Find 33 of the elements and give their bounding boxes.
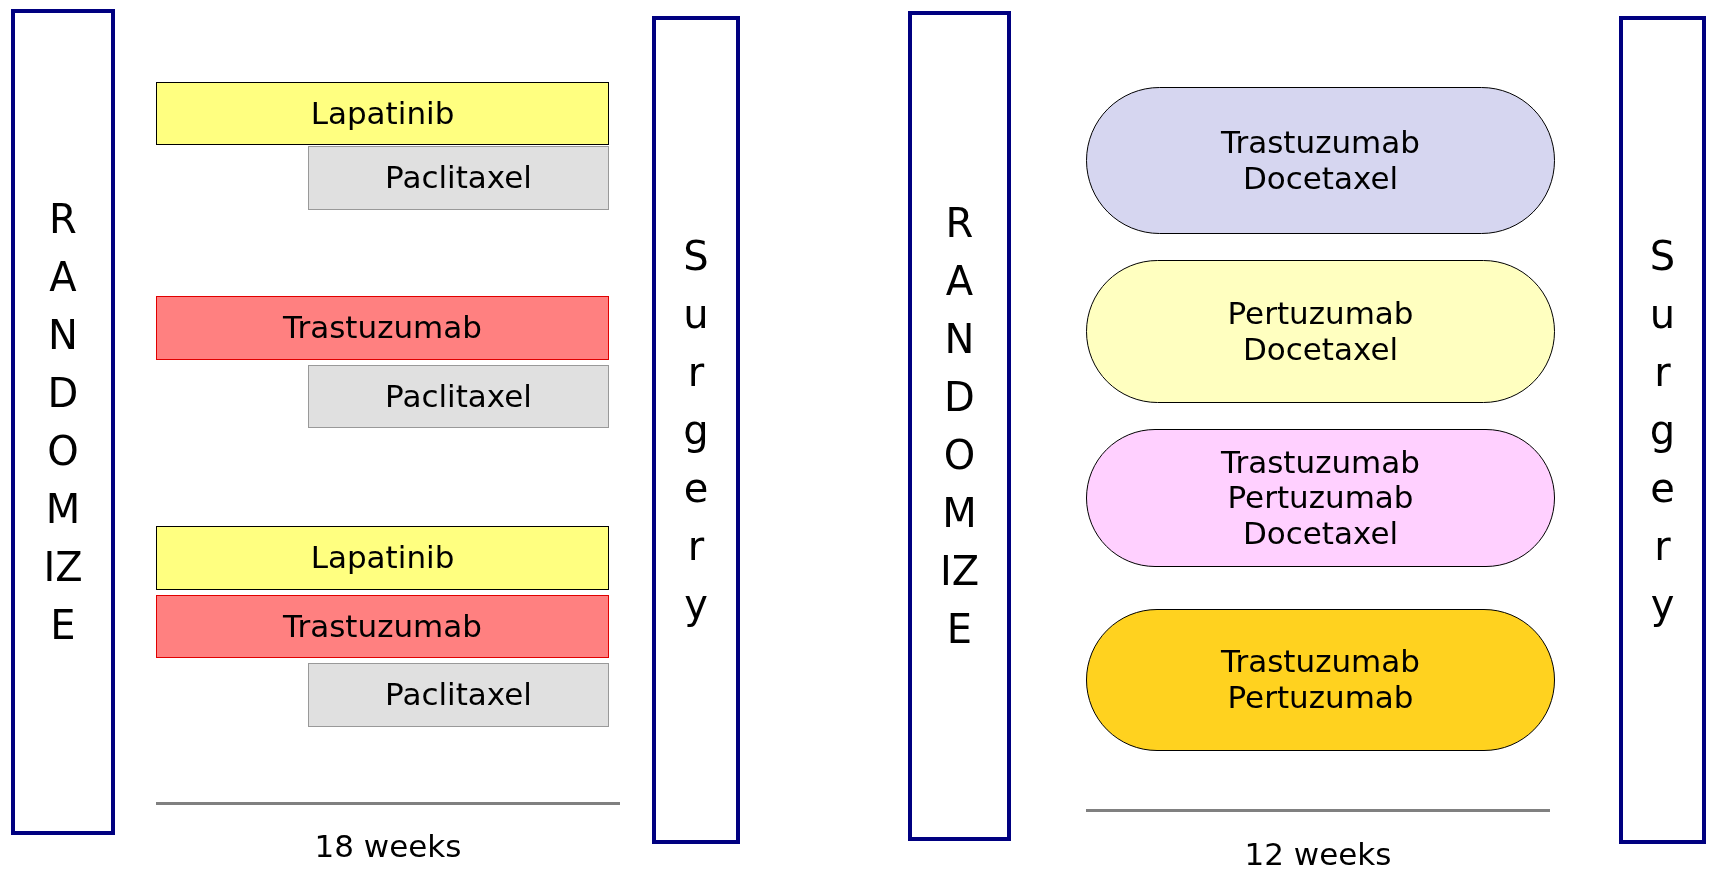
treatment-bar <box>308 146 609 210</box>
drug-label: Trastuzumab <box>1221 124 1420 161</box>
stage-label: RANDOMIZE <box>43 195 83 650</box>
drug-label: Trastuzumab <box>1221 444 1420 481</box>
drug-label: Pertuzumab <box>1227 295 1414 332</box>
stage-label: Surgery <box>682 232 710 629</box>
drug-label: Docetaxel <box>1242 515 1399 552</box>
stage-column <box>908 11 1011 841</box>
treatment-bar <box>156 526 609 590</box>
drug-label: Lapatinib <box>310 540 455 576</box>
drug-label: Docetaxel <box>1242 331 1399 368</box>
stage-label: Surgery <box>1648 232 1677 629</box>
treatment-bar <box>156 595 609 658</box>
drug-label: Trastuzumab <box>283 608 482 645</box>
drug-label: Pertuzumab <box>1227 480 1414 516</box>
drug-label: Lapatinib <box>310 95 455 132</box>
duration-label: 18 weeks <box>314 828 462 864</box>
treatment-bar <box>156 296 609 360</box>
drug-label: Paclitaxel <box>385 378 532 415</box>
stage-label: RANDOMIZE <box>939 199 980 654</box>
drug-label: Trastuzumab <box>283 310 482 346</box>
drug-label: Trastuzumab <box>1221 644 1420 680</box>
stage-column <box>11 9 115 835</box>
treatment-bar <box>308 663 609 727</box>
stage-column <box>652 16 740 844</box>
stage-column <box>1619 16 1706 844</box>
drug-label: Docetaxel <box>1242 160 1399 197</box>
treatment-bar <box>308 365 609 428</box>
treatment-bar <box>156 82 609 145</box>
drug-label: Paclitaxel <box>385 677 532 713</box>
drug-label: Paclitaxel <box>385 160 532 196</box>
duration-label: 12 weeks <box>1244 836 1392 872</box>
drug-label: Pertuzumab <box>1227 680 1414 716</box>
